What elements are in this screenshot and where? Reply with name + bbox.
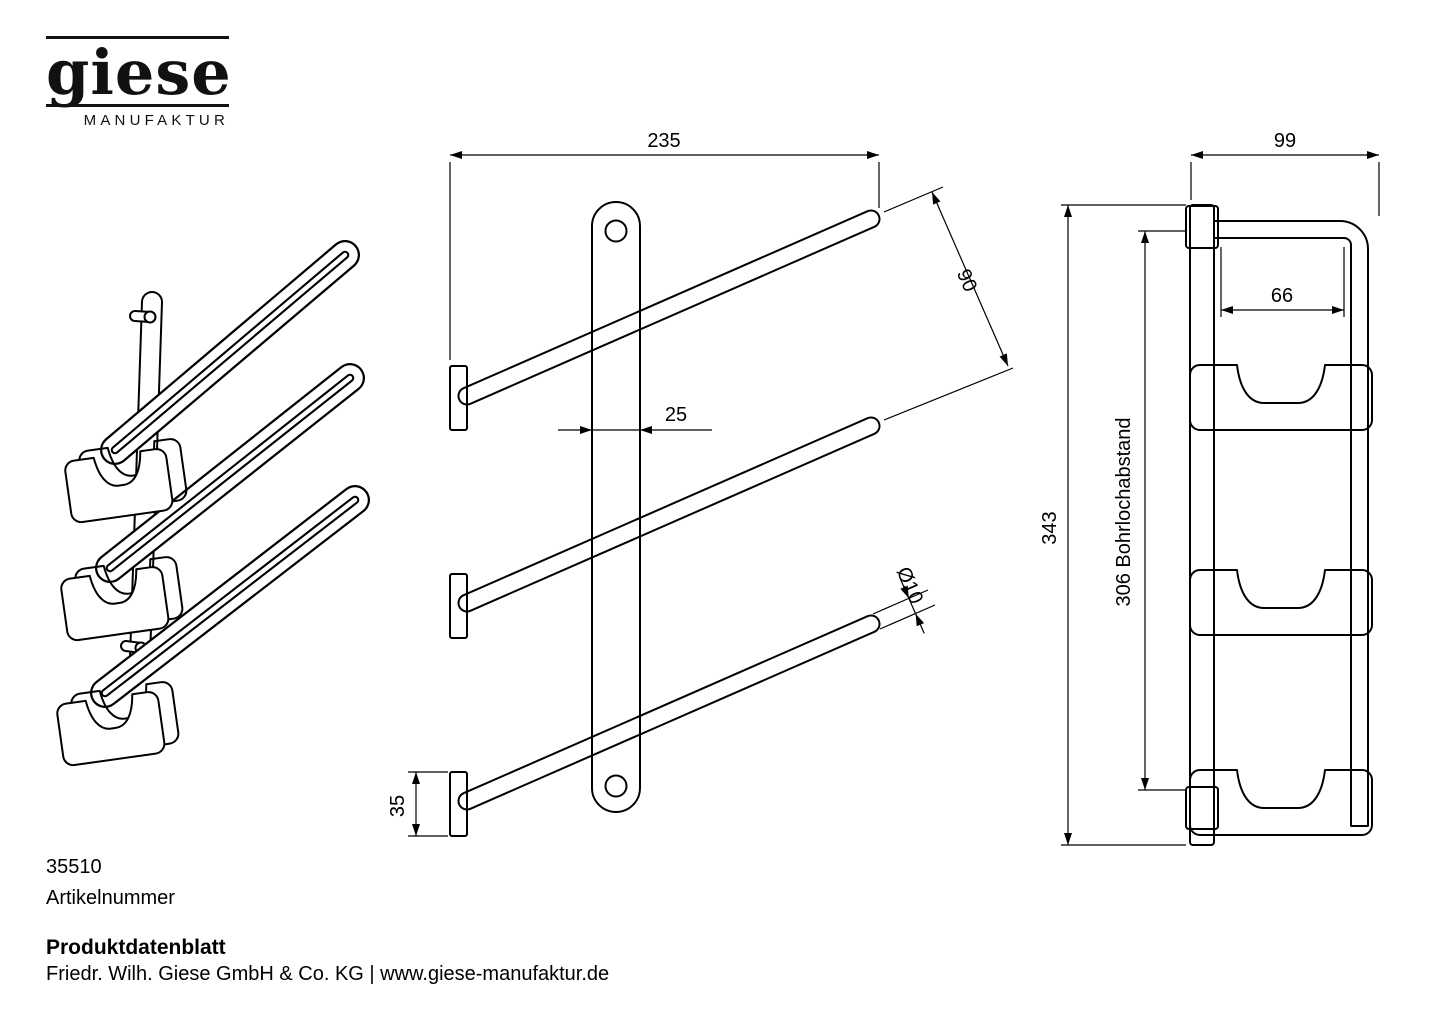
dim-inner-width: 66 <box>1220 247 1345 317</box>
wall-plate-side <box>1189 204 1215 846</box>
arm-tube-profile <box>1214 220 1369 827</box>
dim-hole-spacing-label: 306 Bohrlochabstand <box>1113 417 1135 606</box>
mounting-boss-bottom <box>1185 786 1219 830</box>
towel-arm-3 <box>457 614 881 811</box>
dim-total-height: 343 <box>1039 204 1186 846</box>
pivot-bracket-2 <box>449 573 468 639</box>
mounting-hole-top <box>604 219 628 243</box>
company-line: Friedr. Wilh. Giese GmbH & Co. KG | www.… <box>46 963 610 985</box>
dim-plate-width: 25 <box>558 404 712 434</box>
wall-plate <box>591 201 641 813</box>
dim-hole-spacing: 306 Bohrlochabstand <box>1113 230 1186 791</box>
article-number: 35510 <box>46 856 102 878</box>
mounting-hole-bottom <box>604 774 628 798</box>
towel-arm-2 <box>457 416 881 613</box>
logo-rule-top <box>46 36 229 39</box>
dim-depth: 99 <box>1190 130 1380 216</box>
document-type-title: Produktdatenblatt <box>46 936 226 959</box>
dim-inner-width-label: 66 <box>1271 285 1293 307</box>
towel-arm-1 <box>457 209 881 406</box>
perspective-view <box>55 240 370 768</box>
dim-bracket-height: 35 <box>387 771 448 837</box>
dim-arm-offset-label: 90 <box>952 266 981 295</box>
pivot-bracket-1 <box>449 365 468 431</box>
logo-subtitle: MANUFAKTUR <box>83 112 229 130</box>
dim-depth-label: 99 <box>1274 130 1296 152</box>
dim-total-height-label: 343 <box>1039 511 1061 544</box>
brand-logo: giese MANUFAKTUR <box>46 36 232 130</box>
side-view: 99 66 343 306 Bohrlochabstan <box>1039 130 1380 846</box>
dim-bar-diameter-label: Ø10 <box>892 564 927 607</box>
dim-arm-length-label: 235 <box>647 130 680 152</box>
holder-bracket-2 <box>1189 569 1373 636</box>
towel-arm-loop-3 <box>90 485 370 708</box>
logo-wordmark: giese <box>46 36 232 109</box>
dim-bar-diameter: Ø10 <box>872 564 936 634</box>
logo-rule-bottom <box>46 104 229 108</box>
dim-plate-width-label: 25 <box>665 404 687 426</box>
dim-bracket-height-label: 35 <box>387 795 409 817</box>
dim-arm-offset: 90 <box>883 186 1014 421</box>
dim-arm-length: 235 <box>449 130 880 360</box>
towel-arm-loop-2 <box>95 363 365 583</box>
holder-bracket-1 <box>1189 364 1373 431</box>
screw-head-top <box>143 310 157 324</box>
mounting-boss-top <box>1185 205 1219 249</box>
pivot-bracket-3 <box>449 771 468 837</box>
front-view: 235 90 25 Ø <box>387 130 1014 837</box>
towel-arm-loop-1 <box>100 240 360 465</box>
article-number-caption: Artikelnummer <box>46 887 175 909</box>
